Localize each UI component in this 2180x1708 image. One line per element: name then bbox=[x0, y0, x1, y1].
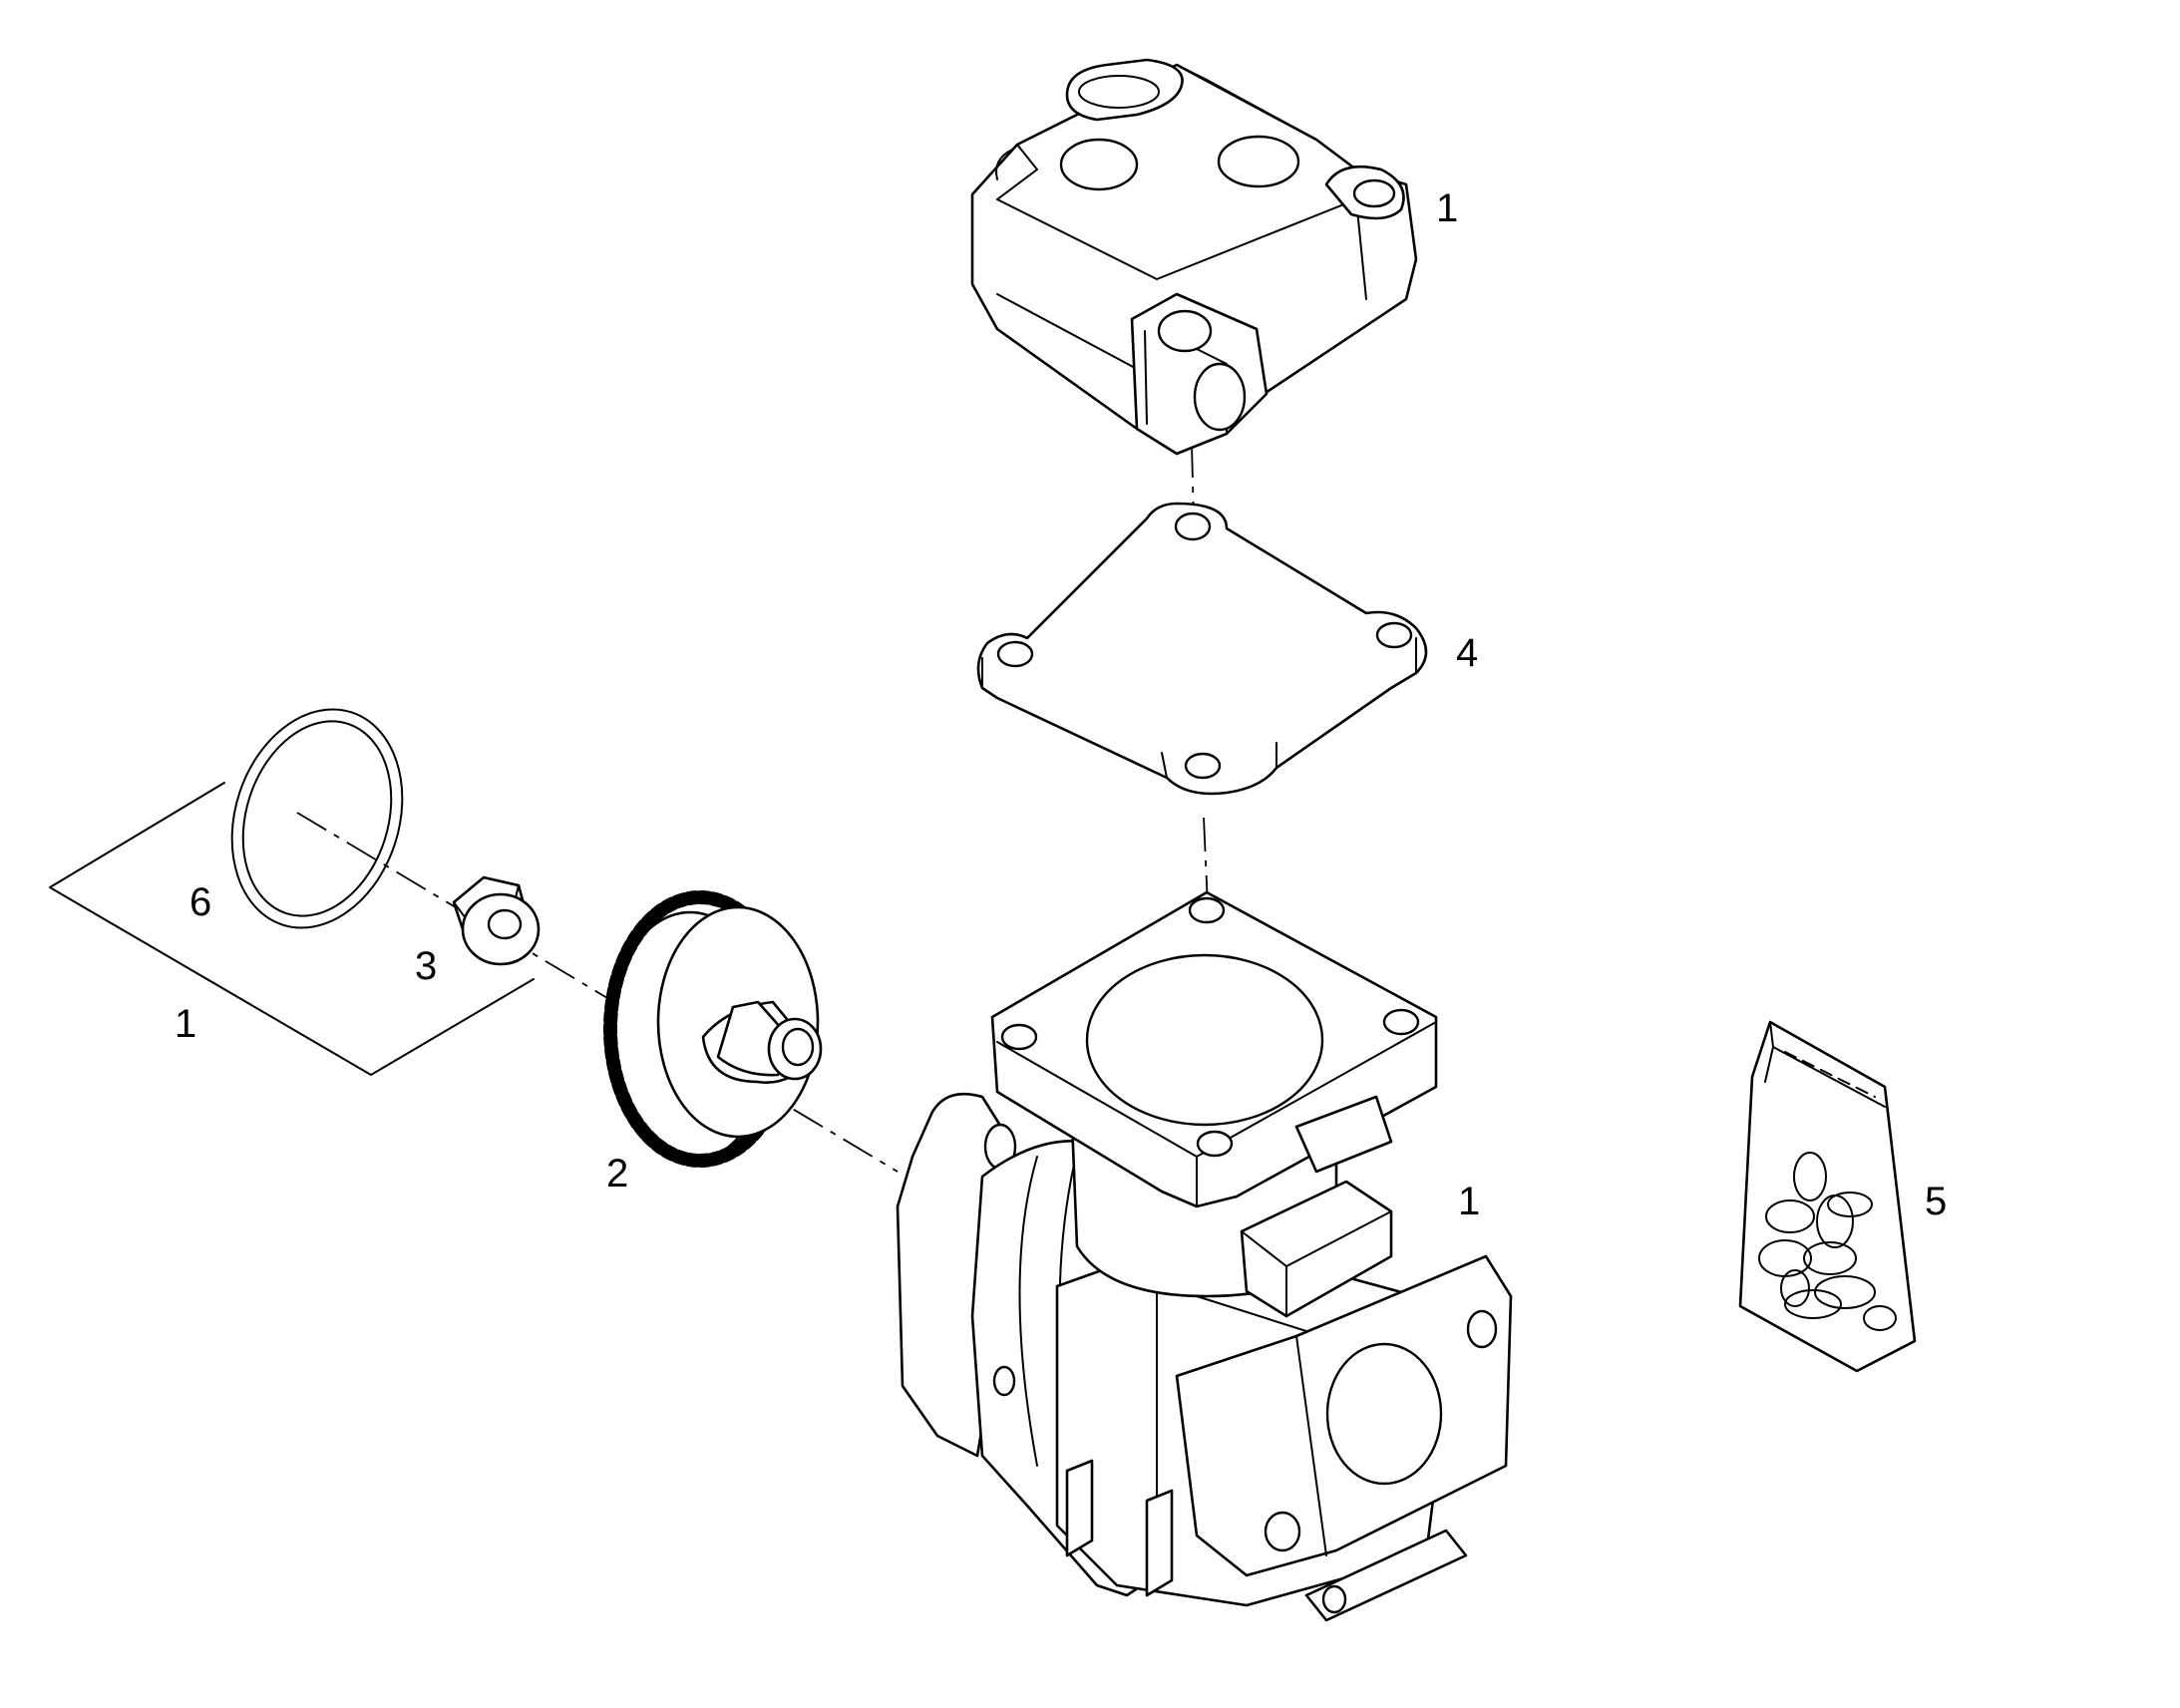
callout-group: 1 bbox=[175, 1002, 196, 1046]
seal-rings bbox=[1758, 1152, 1897, 1331]
cover-hole-right bbox=[1217, 135, 1300, 188]
callout-gasket: 4 bbox=[1456, 631, 1478, 675]
cylinder-head-cover bbox=[970, 58, 1418, 456]
callout-nut: 3 bbox=[415, 944, 437, 988]
gasket-plate bbox=[976, 502, 1428, 796]
axis-gear-stack bbox=[296, 812, 899, 1173]
callout-pump-body: 1 bbox=[1458, 1180, 1480, 1223]
gasket-hole-top bbox=[1174, 512, 1212, 541]
callout-gear: 2 bbox=[606, 1152, 628, 1196]
o-ring bbox=[230, 708, 404, 929]
gasket-hole-bottom bbox=[1184, 752, 1222, 780]
gasket-hole-right bbox=[1375, 621, 1413, 649]
outlet-port bbox=[1193, 362, 1247, 432]
drive-gear bbox=[603, 890, 823, 1168]
port-top-hole bbox=[1157, 309, 1213, 353]
group-bracket bbox=[49, 782, 535, 1076]
flange-nut bbox=[452, 875, 541, 966]
callout-o-ring: 6 bbox=[189, 880, 211, 924]
gasket-hole-left bbox=[996, 640, 1034, 668]
cylinder-bore bbox=[1085, 953, 1324, 1127]
air-compressor-body bbox=[896, 890, 1513, 1622]
front-bore bbox=[1325, 1342, 1443, 1486]
callout-seal-kit: 5 bbox=[1925, 1180, 1947, 1223]
callout-cover-top: 1 bbox=[1436, 186, 1458, 230]
seal-kit-bag bbox=[1738, 1020, 1917, 1373]
cover-hole-left bbox=[1059, 138, 1139, 191]
callout-labels: 1 4 6 3 1 2 1 5 bbox=[175, 186, 1947, 1223]
